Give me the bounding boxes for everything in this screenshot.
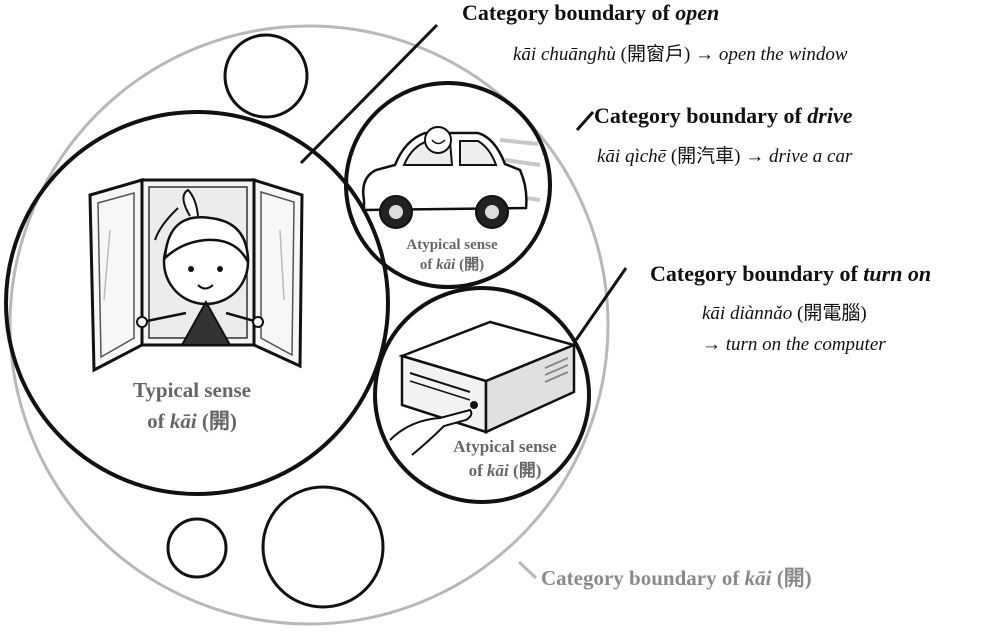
kai-boundary-label: Category boundary of kāi (開) — [541, 566, 812, 590]
empty-member-circle — [166, 517, 228, 579]
drive-sense-line2: of kāi (開) — [420, 256, 484, 273]
empty-member-circle — [223, 33, 309, 119]
typical-sense-line2: of kāi (開) — [147, 409, 237, 433]
turn-on-leader-line — [574, 267, 628, 341]
drive-category-boundary — [344, 81, 552, 289]
turn-on-sense-line2: of kāi (開) — [469, 461, 542, 480]
drive-boundary-label: Category boundary of drive — [594, 103, 853, 128]
window-illustration — [88, 177, 304, 373]
turn-on-example: kāi diànnǎo (開電腦) — [702, 302, 867, 324]
typical-sense-line1: Typical sense — [133, 378, 251, 402]
open-boundary-label: Category boundary of open — [462, 0, 719, 25]
turn-on-sense-line1: Atypical sense — [453, 437, 557, 456]
car-illustration — [362, 126, 541, 229]
open-leader-line — [299, 23, 439, 165]
drive-example: kāi qìchē (開汽車) → drive a car — [597, 145, 853, 167]
turn-on-boundary-label: Category boundary of turn on — [650, 261, 931, 286]
open-category-boundary — [4, 110, 390, 496]
kai-category-boundary — [8, 24, 610, 626]
drive-sense-line1: Atypical sense — [406, 237, 498, 253]
turn-on-example-gloss: → turn on the computer — [702, 334, 886, 355]
open-example: kāi chuānghù (開窗戶) → open the window — [513, 43, 848, 65]
turn-on-category-boundary — [373, 286, 591, 504]
empty-member-circle — [261, 485, 385, 609]
computer-illustration — [389, 320, 578, 456]
drive-leader-line — [575, 111, 595, 131]
kai-leader-line — [517, 560, 538, 580]
